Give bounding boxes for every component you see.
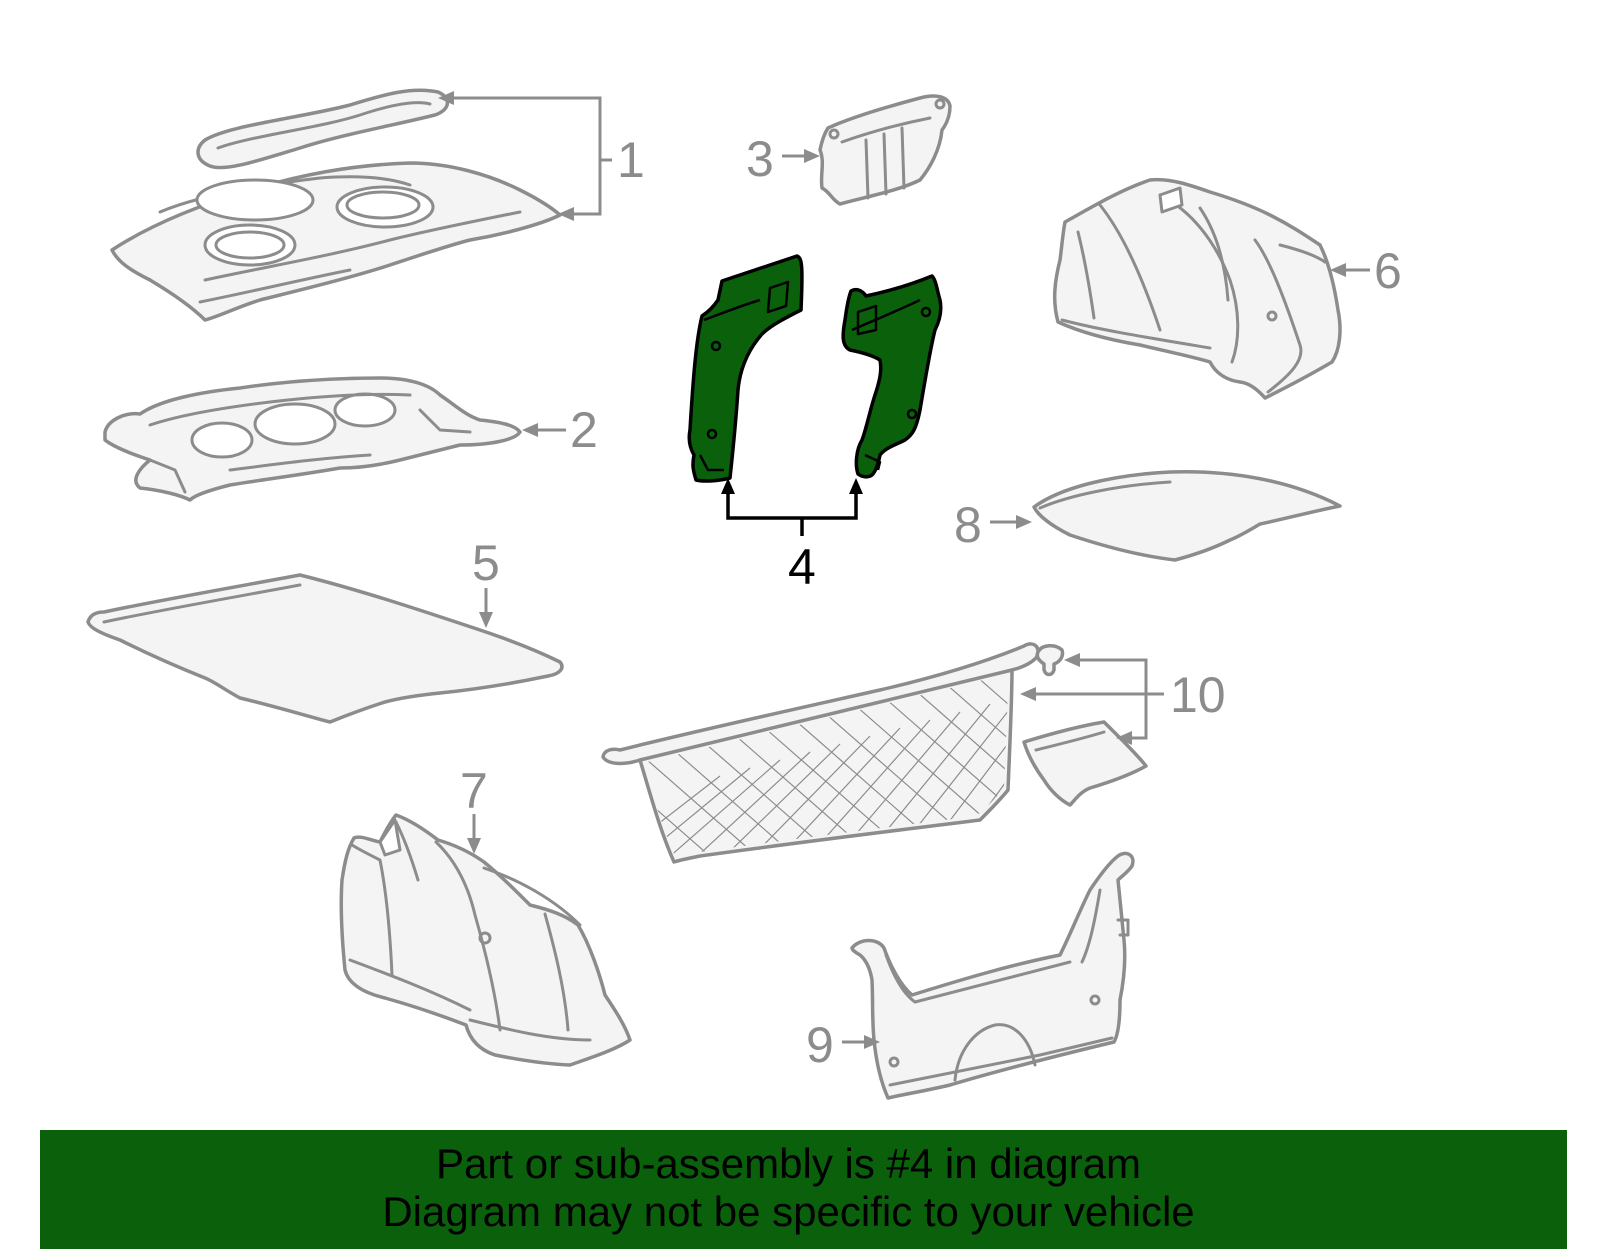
callout-8-leader xyxy=(990,515,1032,529)
part-10-push-clip[interactable] xyxy=(1035,644,1065,677)
callout-2: 2 xyxy=(570,402,598,458)
part-5-floor-mat[interactable] xyxy=(86,573,564,724)
callout-10: 10 xyxy=(1170,667,1226,723)
part-8-floor-cover[interactable] xyxy=(1032,470,1342,562)
part-2-tray-panel[interactable] xyxy=(103,376,522,502)
callout-4: 4 xyxy=(788,539,816,595)
callout-10-leader xyxy=(1020,653,1164,745)
part-9-rear-trim[interactable] xyxy=(850,851,1135,1100)
callout-9: 9 xyxy=(806,1017,834,1073)
banner-line-1: Part or sub-assembly is #4 in diagram xyxy=(436,1140,1141,1187)
callout-4-leader xyxy=(721,478,863,536)
callout-3: 3 xyxy=(746,131,774,187)
part-4-side-panels[interactable] xyxy=(687,254,943,483)
callout-2-leader xyxy=(522,423,566,437)
callout-1: 1 xyxy=(617,132,645,188)
callout-7-leader xyxy=(467,814,481,854)
net-mesh xyxy=(643,674,1008,858)
callout-5-leader xyxy=(479,588,493,628)
callout-6: 6 xyxy=(1374,243,1402,299)
callout-1-leader xyxy=(438,91,612,221)
part-7-quarter-trim-left[interactable] xyxy=(339,813,632,1067)
banner-line-2: Diagram may not be specific to your vehi… xyxy=(382,1188,1195,1235)
callout-6-leader xyxy=(1330,263,1370,277)
callout-5: 5 xyxy=(472,535,500,591)
part-4-left-panel[interactable] xyxy=(687,254,804,483)
callout-7: 7 xyxy=(460,763,488,819)
part-6-quarter-trim[interactable] xyxy=(1052,177,1342,400)
part-3-bracket[interactable] xyxy=(818,94,952,206)
part-4-right-panel[interactable] xyxy=(841,274,943,479)
part-1-package-tray[interactable] xyxy=(110,88,562,322)
part-10-cargo-net[interactable] xyxy=(560,642,1150,900)
callout-3-leader xyxy=(782,149,820,163)
callout-9-leader xyxy=(842,1035,880,1049)
info-banner: Part or sub-assembly is #4 in diagram Di… xyxy=(40,1130,1567,1249)
callout-8: 8 xyxy=(954,497,982,553)
part-10-bracket[interactable] xyxy=(1022,720,1148,807)
